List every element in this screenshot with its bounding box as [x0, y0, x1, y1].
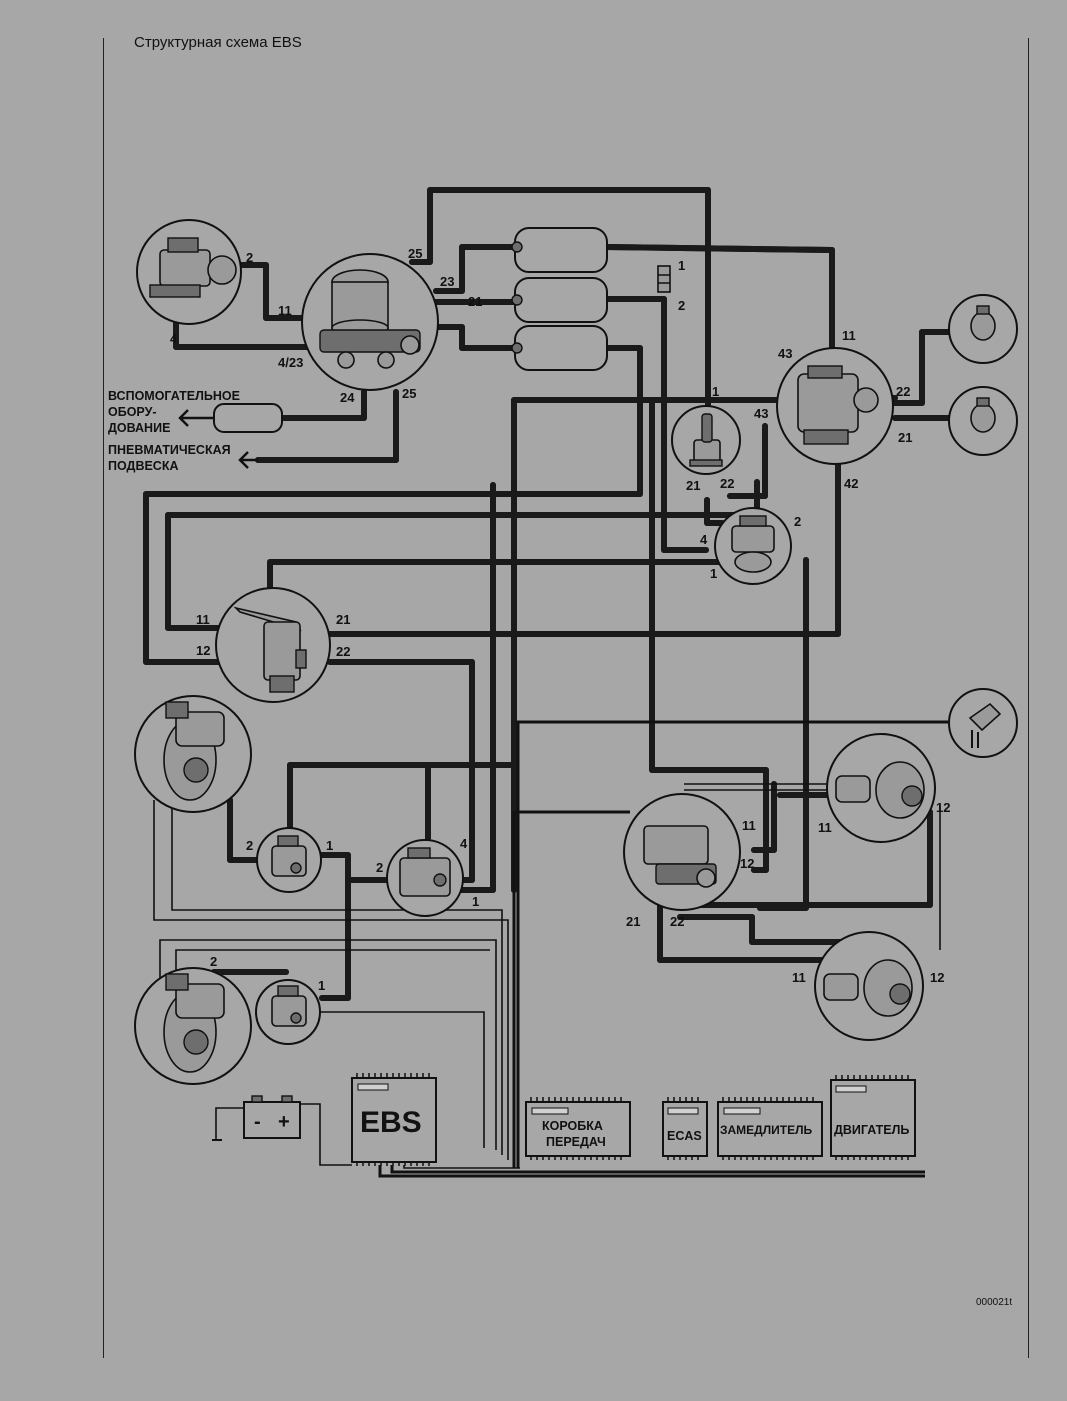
trailer-coupling-head-top [948, 294, 1018, 364]
retarder-control-unit: ЗАМЕДЛИТЕЛЬ [717, 1101, 823, 1157]
port-front-mod-4: 4 [460, 836, 468, 851]
gearbox-label-1: КОРОБКА [542, 1119, 603, 1133]
engine-label: ДВИГАТЕЛЬ [834, 1123, 909, 1137]
port-rear-mod-22: 22 [670, 914, 684, 929]
trailer-electrical-socket [948, 688, 1018, 758]
electrical-wires [153, 720, 948, 1178]
port-relay-1: 1 [710, 566, 717, 581]
port-hand-22: 22 [720, 476, 734, 491]
trailer-control-valve [776, 347, 894, 465]
port-trailer-42: 42 [844, 476, 858, 491]
engine-control-unit: ДВИГАТЕЛЬ [830, 1079, 916, 1157]
arrow-aux-equipment [178, 409, 214, 427]
rear-brake-chamber-bottom [814, 931, 924, 1041]
port-hand-21: 21 [686, 478, 700, 493]
port-front-valve-2: 2 [246, 838, 253, 853]
port-dryer-4-23: 4/23 [278, 355, 303, 370]
ebs-control-unit: EBS [351, 1077, 437, 1163]
trailer-coupling-head-bottom [948, 386, 1018, 456]
port-dryer-11: 11 [278, 303, 292, 318]
port-rear-bottom-11: 11 [792, 970, 806, 985]
port-rear-bottom-12: 12 [930, 970, 944, 985]
front-pressure-valve [256, 827, 322, 893]
rear-brake-disc [134, 967, 252, 1085]
battery-plus: + [278, 1111, 290, 1133]
port-trailer-21: 21 [898, 430, 912, 445]
port-dryer-24: 24 [340, 390, 355, 405]
port-rear-mod-21: 21 [626, 914, 640, 929]
connector-pins [356, 1073, 909, 1166]
hand-brake-valve [671, 405, 741, 475]
port-foot-11: 11 [196, 612, 210, 627]
document-code: 000021t [976, 1297, 1013, 1308]
rear-brake-chamber-top [826, 733, 936, 843]
air-tank-3 [511, 325, 608, 371]
port-rear-top-12: 12 [936, 800, 950, 815]
port-dryer-21: 21 [468, 294, 482, 309]
port-relay-2: 2 [794, 514, 801, 529]
port-dryer-23: 23 [440, 274, 454, 289]
battery: - + [212, 1095, 301, 1141]
retarder-label: ЗАМЕДЛИТЕЛЬ [720, 1123, 813, 1137]
front-brake-disc [134, 695, 252, 813]
air-suspension-label-1: ПНЕВМАТИЧЕСКАЯ [108, 443, 231, 457]
compressor [136, 219, 242, 325]
port-front-mod-2: 2 [376, 860, 383, 875]
port-compressor-4: 4 [170, 331, 178, 346]
port-filter-1: 1 [678, 258, 685, 273]
aux-equipment-label-1: ВСПОМОГАТЕЛЬНОЕ [108, 389, 240, 403]
aux-equipment-label-3: ДОВАНИЕ [108, 421, 170, 435]
arrow-air-suspension [238, 451, 258, 469]
port-front-valve-1: 1 [326, 838, 333, 853]
gearbox-control-unit: КОРОБКА ПЕРЕДАЧ [525, 1101, 631, 1157]
rear-pressure-valve [255, 979, 321, 1045]
port-dryer-25-bottom: 25 [402, 386, 416, 401]
port-foot-21: 21 [336, 612, 350, 627]
port-compressor-2: 2 [246, 250, 253, 265]
port-rear-valve-1: 1 [318, 978, 325, 993]
air-tank-2 [511, 277, 608, 323]
ecas-label: ECAS [667, 1129, 702, 1143]
left-margin-line [103, 38, 104, 1358]
port-hand-1: 1 [712, 384, 719, 399]
line-filter [657, 265, 671, 293]
port-rear-top-11: 11 [818, 820, 832, 835]
port-foot-22: 22 [336, 644, 350, 659]
air-tank-1 [511, 227, 608, 273]
port-trailer-43-mid: 43 [754, 406, 768, 421]
front-axle-modulator [386, 839, 464, 917]
ecas-control-unit: ECAS [662, 1101, 708, 1157]
port-rear-valve-2: 2 [210, 954, 217, 969]
ebs-label: EBS [360, 1106, 422, 1139]
battery-minus: - [254, 1111, 261, 1133]
port-relay-4: 4 [700, 532, 708, 547]
port-trailer-11: 11 [842, 328, 856, 343]
port-foot-12: 12 [196, 643, 210, 658]
right-margin-line [1028, 38, 1029, 1358]
aux-equipment-label-2: ОБОРУ- [108, 405, 157, 419]
port-rear-mod-12: 12 [740, 856, 754, 871]
port-trailer-22: 22 [896, 384, 910, 399]
foot-brake-valve [215, 587, 331, 703]
air-dryer [301, 253, 439, 391]
rear-axle-modulator [623, 793, 741, 911]
port-filter-2: 2 [678, 298, 685, 313]
port-front-mod-1: 1 [472, 894, 479, 909]
port-trailer-43-top: 43 [778, 346, 792, 361]
gearbox-label-2: ПЕРЕДАЧ [546, 1135, 606, 1149]
port-rear-mod-11: 11 [742, 818, 756, 833]
air-suspension-label-2: ПОДВЕСКА [108, 459, 179, 473]
page-title: Структурная схема EBS [134, 34, 302, 51]
port-dryer-25-top: 25 [408, 246, 422, 261]
relay-valve [714, 507, 792, 585]
aux-air-tank [213, 403, 283, 433]
